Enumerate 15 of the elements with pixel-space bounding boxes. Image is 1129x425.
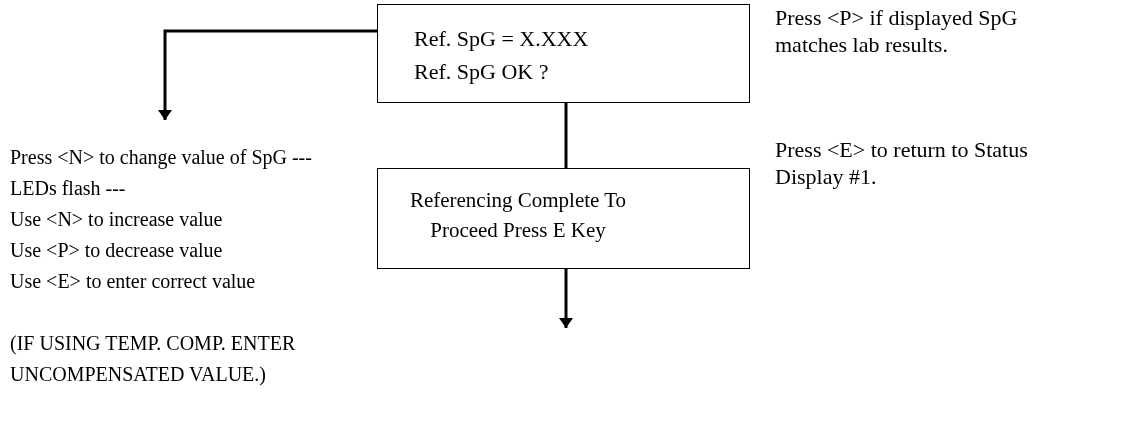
- instruction-text: Use <E> to enter correct value: [10, 269, 257, 294]
- display-box: [377, 4, 750, 103]
- instruction-text: Use <P> to decrease value: [10, 238, 224, 263]
- display-text: Ref. SpG = X.XXX: [414, 25, 590, 53]
- note-text: Press <E> to return to Status Display #1.: [775, 136, 1029, 190]
- arrow: [158, 29, 377, 120]
- note-text: Press <P> if displayed SpG matches lab results.: [775, 4, 1019, 58]
- connector-line: [564, 103, 568, 168]
- display-text: Ref. SpG OK ?: [414, 58, 550, 86]
- instruction-text: Press <N> to change value of SpG --- LEDs flash ---: [10, 145, 313, 201]
- instruction-text: Use <N> to increase value: [10, 207, 224, 232]
- display-box: [377, 168, 750, 269]
- arrow: [559, 269, 573, 328]
- display-text: Referencing Complete To Proceed Press E Key: [408, 187, 628, 244]
- instruction-text: (IF USING TEMP. COMP. ENTER UNCOMPENSATED VALUE.): [10, 331, 297, 388]
